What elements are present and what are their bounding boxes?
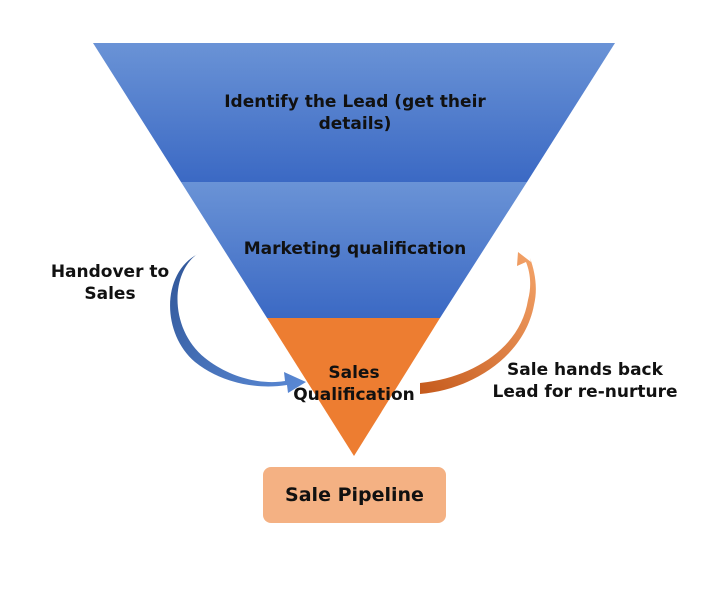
renurture-label: Sale hands back Lead for re-nurture: [492, 360, 678, 402]
stage-marketing-label: Marketing qualification: [243, 239, 467, 259]
funnel-stage-marketing: [181, 182, 527, 318]
sale-pipeline-label: Sale Pipeline: [285, 484, 424, 506]
stage-sales-label: Sales Qualification: [293, 363, 415, 405]
handover-arrow: [170, 253, 306, 393]
handover-label: Handover to Sales: [50, 262, 170, 304]
stage-identify-label: Identify the Lead (get their details): [224, 92, 486, 134]
funnel-stage-sales: [267, 318, 440, 456]
funnel-stage-identify: [93, 43, 615, 182]
sale-pipeline-box: Sale Pipeline: [263, 467, 446, 523]
